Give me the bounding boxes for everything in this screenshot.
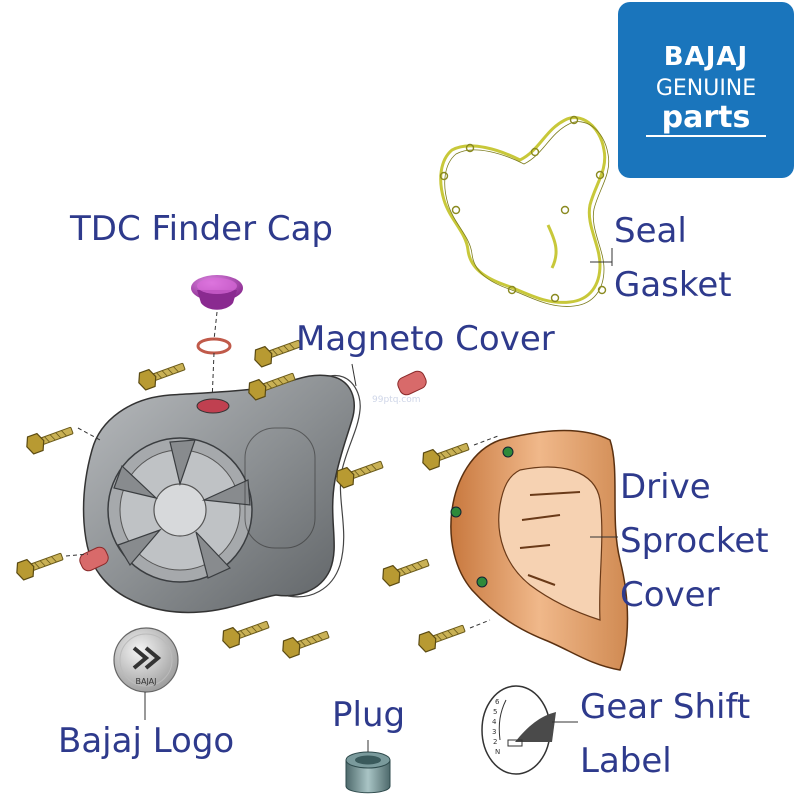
watermark: 99ptq.com bbox=[372, 395, 421, 405]
svg-text:6: 6 bbox=[495, 698, 500, 706]
brand-line-parts: parts bbox=[661, 100, 751, 135]
tdc-finder-cap-part bbox=[191, 275, 243, 310]
gear-shift-label-part: 6 5 4 3 2 N bbox=[481, 685, 556, 775]
label-gasket: Gasket bbox=[614, 265, 732, 305]
svg-text:5: 5 bbox=[493, 708, 497, 716]
label-tdc-finder-cap: TDC Finder Cap bbox=[70, 209, 334, 249]
emblem-text: BAJAJ bbox=[135, 677, 156, 686]
label-gear-shift: Gear Shift bbox=[580, 687, 751, 727]
label-sprocket: Sprocket bbox=[620, 521, 769, 561]
bajaj-genuine-parts-badge: BAJAJ GENUINE parts bbox=[618, 2, 794, 178]
label-plug: Plug bbox=[332, 695, 406, 735]
washer bbox=[196, 337, 232, 355]
label-label: Label bbox=[580, 741, 672, 781]
plug-part bbox=[345, 751, 391, 794]
svg-text:4: 4 bbox=[492, 718, 497, 726]
dowel-pin-top bbox=[397, 370, 427, 396]
leader-lines bbox=[144, 248, 618, 752]
svg-text:3: 3 bbox=[492, 728, 496, 736]
brand-underline bbox=[646, 135, 766, 137]
seal-gasket bbox=[439, 115, 610, 307]
label-cover: Cover bbox=[620, 575, 720, 615]
bajaj-logo-emblem: BAJAJ bbox=[113, 627, 179, 693]
magneto-cover-part bbox=[82, 374, 361, 614]
svg-text:2: 2 bbox=[493, 738, 497, 746]
label-drive: Drive bbox=[620, 467, 711, 507]
svg-text:N: N bbox=[495, 748, 500, 756]
label-magneto-cover: Magneto Cover bbox=[296, 319, 555, 359]
label-seal: Seal bbox=[614, 211, 687, 251]
brand-line-bajaj: BAJAJ bbox=[663, 42, 749, 72]
drive-sprocket-cover-part bbox=[450, 429, 629, 671]
label-bajaj-logo: Bajaj Logo bbox=[58, 721, 235, 761]
brand-line-genuine: GENUINE bbox=[655, 76, 757, 101]
dowel-pin-bottom bbox=[79, 546, 109, 572]
